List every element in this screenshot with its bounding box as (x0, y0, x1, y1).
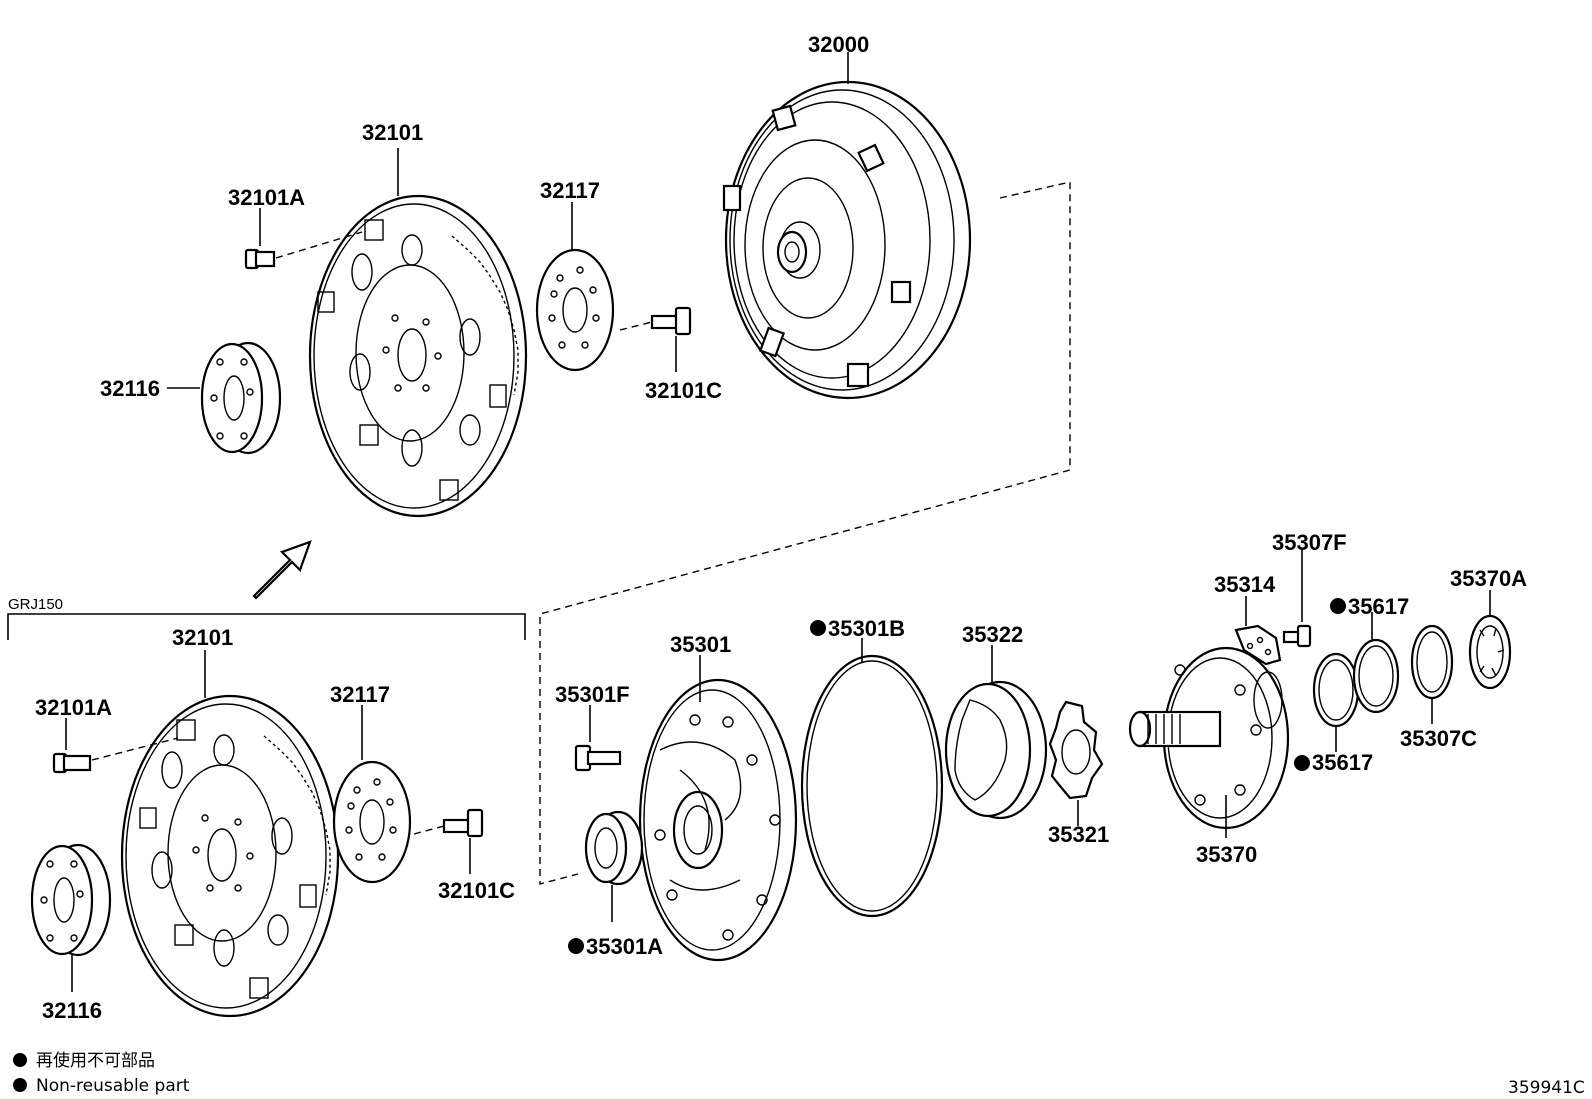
bolt-32101A-top[interactable] (244, 248, 276, 270)
label-35307F: 35307F (1272, 530, 1347, 555)
label-32101C-top: 32101C (645, 378, 722, 403)
spacer-32116-bottom[interactable] (30, 843, 112, 957)
label-35301B: 35301B (828, 616, 905, 641)
label-35314: 35314 (1214, 572, 1276, 597)
non-reusable-marker-35617-bottom (1294, 755, 1310, 771)
flexplate-32101-bottom[interactable] (120, 694, 340, 1018)
spacer-32116-top[interactable] (200, 341, 282, 455)
bolt-32101C-bottom[interactable] (442, 808, 484, 838)
label-32101A-bottom: 32101A (35, 695, 112, 720)
non-reusable-marker-35617-top (1330, 598, 1346, 614)
seal-ring-35617-b[interactable] (1352, 638, 1400, 714)
flexplate-32101-top[interactable] (308, 194, 528, 518)
label-32117-top: 32117 (540, 178, 600, 203)
label-35301F: 35301F (555, 682, 630, 707)
o-ring-35301B[interactable] (800, 654, 944, 918)
label-35370: 35370 (1196, 842, 1257, 867)
non-reusable-marker-35301A (568, 938, 584, 954)
label-32000: 32000 (808, 32, 869, 57)
oil-pump-body-35301[interactable] (638, 678, 798, 962)
plate-32117-bottom[interactable] (332, 760, 412, 884)
driven-gear-35322[interactable] (944, 680, 1048, 820)
legend-marker-japanese (13, 1053, 27, 1067)
label-35301A: 35301A (586, 934, 663, 959)
label-35617-top: 35617 (1348, 594, 1409, 619)
non-reusable-marker-35301B (810, 620, 826, 636)
drive-gear-35321[interactable] (1048, 700, 1104, 800)
variant-bracket (7, 613, 526, 640)
seal-ring-35617-a[interactable] (1312, 652, 1360, 728)
legend-text-japanese: 再使用不可部品 (36, 1050, 155, 1071)
label-35301: 35301 (670, 632, 731, 657)
label-35307C: 35307C (1400, 726, 1477, 751)
bolt-35307F[interactable] (1282, 624, 1312, 648)
label-35322: 35322 (962, 622, 1023, 647)
plate-35314[interactable] (1234, 624, 1282, 666)
variant-label: GRJ150 (8, 596, 63, 613)
bearing-35370A[interactable] (1468, 614, 1512, 690)
label-35617-bottom: 35617 (1312, 750, 1373, 775)
label-35321: 35321 (1048, 822, 1109, 847)
thrust-washer-35307C[interactable] (1410, 624, 1454, 700)
stator-shaft-35370[interactable] (1128, 646, 1290, 830)
direction-arrow (252, 540, 312, 600)
label-32101C-bottom: 32101C (438, 878, 515, 903)
label-32101A-top: 32101A (228, 185, 305, 210)
bolt-32101A-bottom[interactable] (52, 752, 92, 774)
legend-marker-english (13, 1078, 27, 1092)
diagram-id: 359941C (1508, 1078, 1585, 1098)
label-35370A: 35370A (1450, 566, 1527, 591)
legend-text-english: Non-reusable part (36, 1076, 190, 1096)
torque-converter-32000[interactable] (722, 80, 972, 400)
plate-32117-top[interactable] (535, 248, 615, 372)
label-32101-top: 32101 (362, 120, 423, 145)
bolt-32101C-top[interactable] (650, 306, 692, 336)
bolt-35301F[interactable] (574, 744, 622, 772)
label-32117-bottom: 32117 (330, 682, 390, 707)
oil-seal-35301A[interactable] (584, 810, 644, 886)
label-32116-bottom: 32116 (42, 998, 102, 1023)
label-32101-bottom: 32101 (172, 625, 233, 650)
label-32116-top: 32116 (100, 376, 160, 401)
